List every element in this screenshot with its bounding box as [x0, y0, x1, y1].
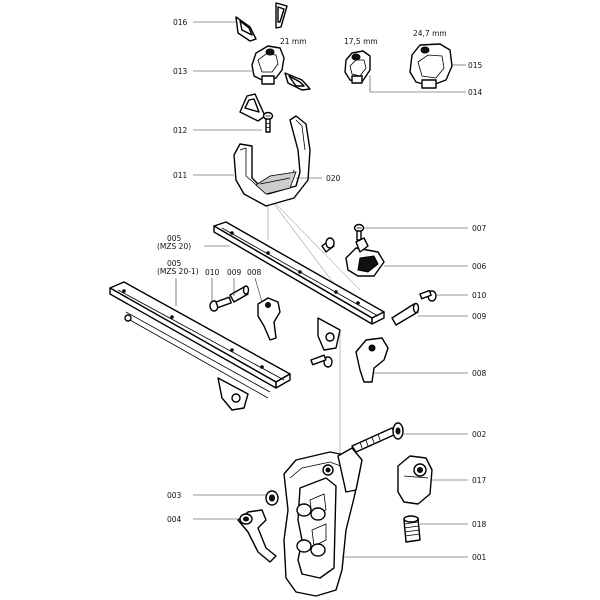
- callout-009-right: 009: [472, 312, 487, 321]
- callout-005-mzs20-1: 005: [167, 259, 182, 268]
- callout-010-right: 010: [472, 291, 487, 300]
- part-008-lever-left: [257, 297, 281, 341]
- callout-008-right: 008: [472, 369, 487, 378]
- part-013-clamp-head-21mm: [251, 45, 285, 85]
- callout-002: 002: [472, 430, 487, 439]
- part-011-fork-bracket: [233, 115, 311, 207]
- dim-21mm: 21 mm: [280, 37, 307, 46]
- callout-009-left: 009: [227, 268, 242, 277]
- part-007-screw: [353, 223, 365, 241]
- part-017-nut-block: [397, 455, 433, 505]
- dim-17-5mm: 17,5 mm: [344, 37, 378, 46]
- callout-007: 007: [472, 224, 487, 233]
- part-005-rail-mzs20: [213, 221, 385, 351]
- part-004-lever-handle: [237, 509, 277, 563]
- part-012-screw: [262, 111, 274, 133]
- callout-008-left: 008: [247, 268, 262, 277]
- callout-015: 015: [468, 61, 483, 70]
- callout-003: 003: [167, 491, 182, 500]
- callout-011: 011: [173, 171, 188, 180]
- callout-012: 012: [173, 126, 188, 135]
- part-008-lever-right: [310, 237, 389, 383]
- callout-016: 016: [173, 18, 188, 27]
- callout-005-mzs20-sub: (MZS 20): [157, 242, 191, 251]
- part-005-rail-mzs20-1: [109, 281, 291, 411]
- part-018-threaded-insert: [403, 515, 421, 543]
- callout-020: 020: [326, 174, 341, 183]
- part-009-sleeve-left: [229, 285, 250, 303]
- part-002-bolt: [351, 422, 404, 453]
- callout-013: 013: [173, 67, 188, 76]
- callout-001: 001: [472, 553, 487, 562]
- assembly-axis-lines: [267, 195, 361, 476]
- part-010-pin-right: [419, 289, 437, 302]
- part-001-base-body: [283, 447, 363, 597]
- part-003-washer: [265, 490, 279, 506]
- part-014-clamp-head-17-5mm: [344, 50, 371, 84]
- callout-005-mzs20: 005: [167, 234, 182, 243]
- part-010-pin-left: [209, 296, 232, 312]
- callout-017: 017: [472, 476, 487, 485]
- part-016-jaw-pads: [235, 2, 311, 122]
- callout-005-mzs20-1-sub: (MZS 20-1): [157, 267, 199, 276]
- callout-006: 006: [472, 262, 487, 271]
- callout-004: 004: [167, 515, 182, 524]
- dim-24-7mm: 24,7 mm: [413, 29, 447, 38]
- callout-018: 018: [472, 520, 487, 529]
- part-006-release-knob: [345, 237, 385, 277]
- callout-010-left: 010: [205, 268, 220, 277]
- leader-lines: [175, 21, 468, 558]
- part-015-clamp-head-24-7mm: [409, 43, 453, 89]
- callout-014: 014: [468, 88, 483, 97]
- part-009-sleeve-right: [391, 302, 420, 326]
